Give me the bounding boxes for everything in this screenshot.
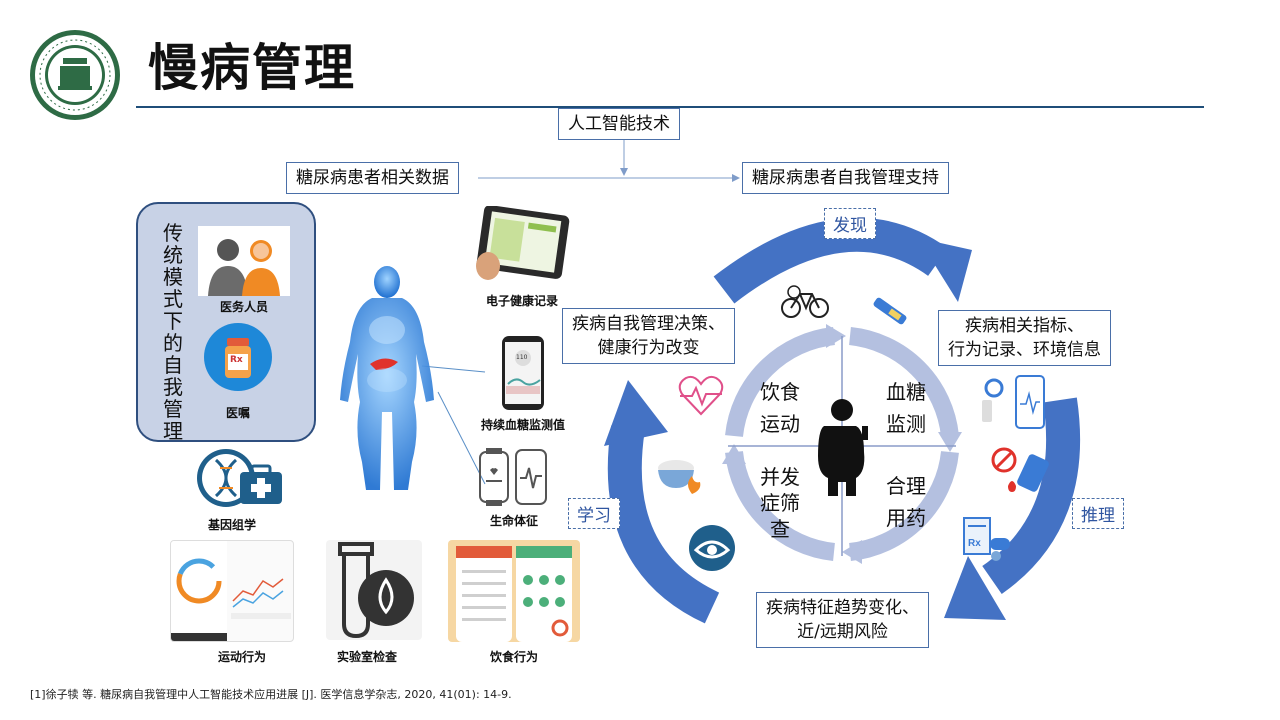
- quadrant-text-line: 用药: [886, 506, 926, 530]
- exercise-label: 运动行为: [217, 650, 266, 664]
- discover-tag: 发现: [824, 208, 876, 239]
- medical-staff-label: 医务人员: [219, 300, 268, 314]
- decision-box: 疾病自我管理决策、 健康行为改变: [562, 308, 735, 364]
- infer-tag: 推理: [1072, 498, 1124, 529]
- exercise-app-screenshot: [170, 540, 294, 642]
- quadrant-text-line: 监测: [886, 412, 926, 436]
- prescription-icon: Rx: [203, 322, 273, 392]
- quadrant-diet-exercise: 饮食 运动: [748, 376, 812, 440]
- diet-app-screenshot: [448, 540, 580, 642]
- glucose-meter-icon: [990, 446, 1050, 498]
- lab-label: 实验室检查: [336, 650, 397, 664]
- indicators-line-1: 疾病相关指标、: [965, 316, 1084, 336]
- cgm-value: 110: [516, 354, 528, 361]
- ehr-tablet-image: [474, 205, 572, 284]
- genomics-icon: [194, 446, 286, 514]
- quadrant-text-line: 症筛: [760, 491, 800, 515]
- svg-text:Rx: Rx: [968, 538, 981, 549]
- patient-data-box: 糖尿病患者相关数据: [286, 162, 459, 194]
- vitals-watch-image: [476, 448, 550, 506]
- decision-line-1: 疾病自我管理决策、: [572, 314, 725, 334]
- learn-tag: 学习: [568, 498, 620, 529]
- obese-body-figure: [332, 262, 442, 494]
- college-logo: [28, 28, 122, 122]
- college-seal-icon: [30, 30, 120, 120]
- risk-trend-box: 疾病特征趋势变化、 近/远期风险: [756, 592, 929, 648]
- cgm-devices-icon: [980, 374, 1046, 430]
- eye-screening-icon: [688, 524, 736, 572]
- medical-order-label: 医嘱: [225, 406, 250, 420]
- citation: [1]徐子犊 等. 糖尿病自我管理中人工智能技术应用进展 [J]. 医学信息学杂…: [30, 688, 512, 701]
- bicycle-icon: [780, 284, 830, 320]
- cgm-label: 持续血糖监测值: [480, 418, 565, 432]
- diet-label: 饮食行为: [489, 650, 538, 664]
- vitals-label: 生命体征: [489, 514, 538, 528]
- quadrant-text-line: 饮食: [760, 380, 800, 404]
- quadrant-text-line: 血糖: [886, 380, 926, 404]
- ehr-label: 电子健康记录: [485, 294, 558, 308]
- indicators-box: 疾病相关指标、 行为记录、环境信息: [938, 310, 1111, 366]
- risk-line-2: 近/远期风险: [797, 622, 888, 642]
- title-rule: [136, 106, 1204, 108]
- medical-staff-image: [198, 226, 290, 296]
- insulin-pen-icon: [868, 292, 912, 332]
- heart-rate-icon: [676, 374, 726, 416]
- quadrant-text-line: 运动: [760, 412, 800, 436]
- decision-line-2: 健康行为改变: [597, 338, 700, 358]
- rx-text: Rx: [230, 355, 243, 365]
- quadrant-complication-screening: 并发 症筛 查: [748, 464, 812, 542]
- patient-silhouette-icon: [812, 396, 876, 496]
- indicators-line-2: 行为记录、环境信息: [948, 340, 1101, 360]
- quadrant-glucose-monitoring: 血糖 监测: [874, 376, 938, 440]
- prescription-pills-icon: Rx: [962, 516, 1012, 562]
- risk-line-1: 疾病特征趋势变化、: [766, 598, 919, 618]
- cgm-phone-image: 110: [500, 336, 546, 410]
- quadrant-medication: 合理 用药: [874, 470, 938, 534]
- genomics-label: 基因组学: [207, 518, 256, 532]
- quadrant-text-line: 合理: [886, 474, 926, 498]
- food-bowl-icon: [656, 454, 704, 496]
- ai-tech-box: 人工智能技术: [558, 108, 680, 140]
- lab-test-icon: [326, 540, 422, 640]
- traditional-mode-title: 传统模式下的自我管理: [163, 221, 183, 443]
- self-management-support-box: 糖尿病患者自我管理支持: [742, 162, 949, 194]
- quadrant-text-line: 并发: [760, 465, 800, 489]
- quadrant-text-line: 查: [770, 517, 790, 541]
- page-title: 慢病管理: [148, 39, 356, 97]
